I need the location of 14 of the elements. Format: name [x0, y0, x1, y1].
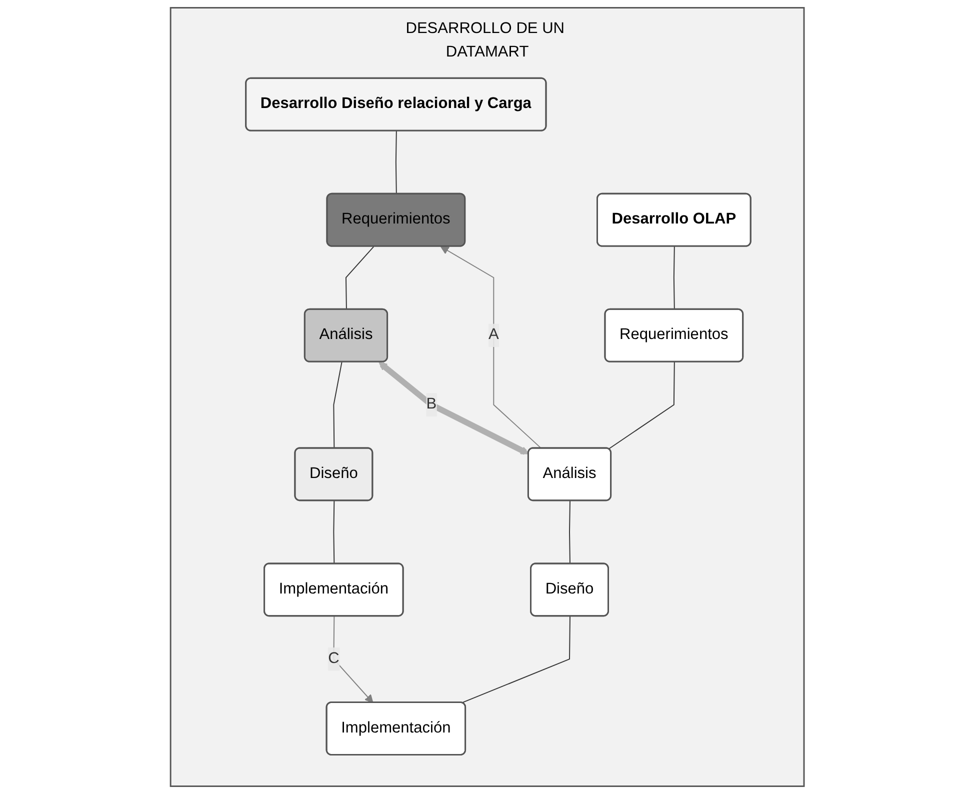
connector	[569, 500, 571, 564]
connector	[333, 362, 342, 449]
connector	[462, 616, 571, 704]
connector	[333, 500, 335, 564]
arrow	[333, 616, 374, 704]
edge-label: B	[426, 396, 437, 413]
arrow	[440, 246, 542, 449]
arrow	[378, 362, 530, 455]
connector	[396, 130, 398, 195]
connector	[608, 362, 676, 450]
connector	[346, 246, 374, 310]
connector	[674, 246, 676, 310]
edge-label: C	[328, 650, 340, 667]
edge-label: A	[488, 326, 500, 344]
